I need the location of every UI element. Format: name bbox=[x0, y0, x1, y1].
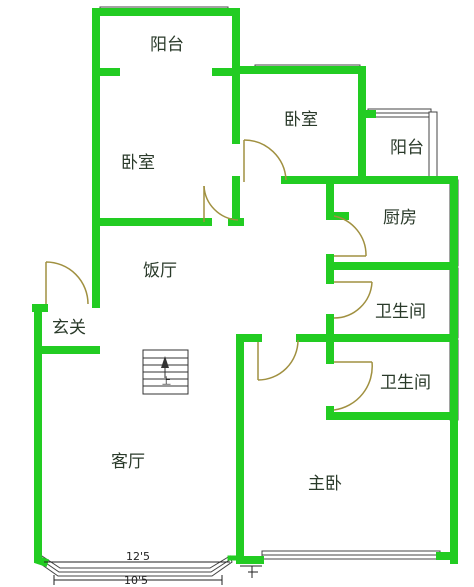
window-right-balcony-side bbox=[428, 111, 438, 181]
label-master-bedroom: 主卧 bbox=[308, 474, 342, 494]
label-bedroom-mid: 卧室 bbox=[284, 110, 318, 130]
dimension-lower: 10'5 bbox=[124, 574, 148, 587]
dimension-upper: 12'5 bbox=[126, 550, 150, 563]
stair: 上 bbox=[142, 349, 189, 395]
label-bedroom-left: 卧室 bbox=[121, 153, 155, 173]
stair-label: 上 bbox=[162, 376, 171, 387]
walls bbox=[32, 8, 458, 568]
stair-arrow-icon bbox=[161, 356, 169, 368]
label-entrance: 玄关 bbox=[52, 318, 86, 338]
label-balcony-right: 阳台 bbox=[390, 138, 424, 158]
room-labels: 阳台 卧室 卧室 阳台 厨房 饭厅 卫生间 玄关 卫生间 客厅 主卧 bbox=[52, 35, 431, 494]
dimensions: 12'5 10'5 bbox=[44, 550, 262, 587]
doors bbox=[45, 139, 373, 411]
label-dining: 饭厅 bbox=[143, 261, 177, 281]
label-living: 客厅 bbox=[111, 452, 145, 472]
windows bbox=[37, 6, 459, 577]
label-balcony-top: 阳台 bbox=[150, 35, 184, 55]
window-living-bay bbox=[37, 555, 233, 577]
label-bathroom-1: 卫生间 bbox=[375, 302, 426, 322]
label-bathroom-2: 卫生间 bbox=[380, 373, 431, 393]
label-kitchen: 厨房 bbox=[383, 208, 417, 228]
